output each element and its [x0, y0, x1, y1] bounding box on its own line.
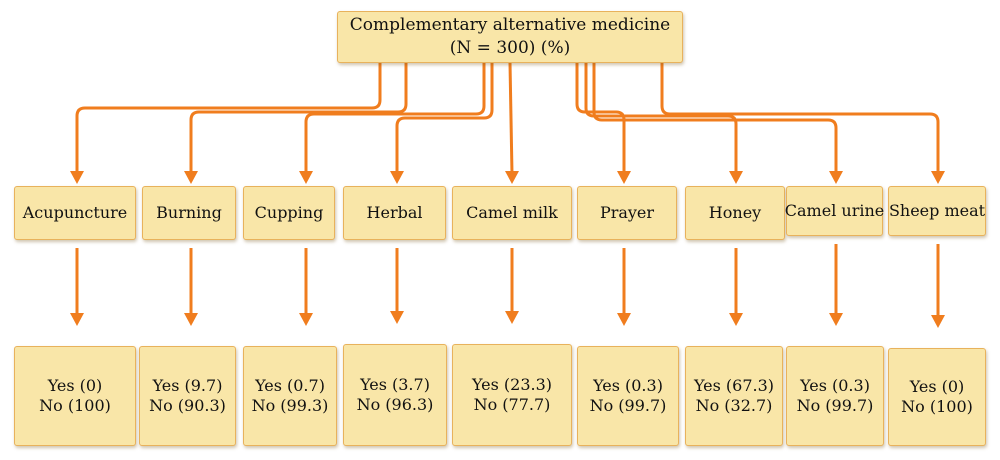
no-value: No (99.7) — [589, 396, 667, 415]
yes-value: Yes (0) — [47, 376, 103, 395]
category-box-cupping: Cupping — [243, 186, 335, 240]
no-value: No (100) — [901, 397, 973, 416]
result-box-honey: Yes (67.3)No (32.7) — [685, 346, 783, 446]
result-box-burning: Yes (9.7)No (90.3) — [139, 346, 236, 446]
category-label: Sheep meat — [888, 201, 986, 220]
category-box-burning: Burning — [142, 186, 236, 240]
no-value: No (99.7) — [796, 396, 874, 415]
category-label: Acupuncture — [22, 203, 128, 222]
category-box-camel-milk: Camel milk — [452, 186, 572, 240]
connector-camel-milk — [508, 62, 514, 175]
yes-value: Yes (0.3) — [593, 376, 663, 395]
arrowhead-camel-milk — [505, 171, 519, 184]
no-value: No (100) — [39, 396, 111, 415]
arrowhead-burning — [184, 171, 198, 184]
arrowhead-acupuncture — [70, 171, 84, 184]
result-arrowhead-sheep-meat — [931, 315, 945, 328]
result-box-camel-milk: Yes (23.3)No (77.7) — [452, 344, 572, 446]
category-label: Honey — [708, 203, 762, 222]
no-value: No (99.3) — [251, 396, 329, 415]
category-label: Burning — [156, 203, 222, 222]
root-title: Complementary alternative medicine — [349, 15, 671, 35]
yes-value: Yes (0) — [909, 377, 965, 396]
no-value: No (90.3) — [149, 396, 226, 415]
result-box-cupping: Yes (0.7)No (99.3) — [243, 346, 337, 446]
arrowhead-camel-urine — [829, 171, 843, 184]
yes-value: Yes (9.7) — [152, 376, 223, 395]
result-box-camel-urine: Yes (0.3)No (99.7) — [786, 346, 884, 446]
category-label: Prayer — [599, 203, 655, 222]
root-box: Complementary alternative medicine (N = … — [337, 11, 683, 63]
result-box-acupuncture: Yes (0)No (100) — [14, 346, 136, 446]
arrowhead-honey — [729, 171, 743, 184]
result-box-prayer: Yes (0.3)No (99.7) — [577, 346, 679, 446]
connector-camel-urine — [592, 63, 838, 174]
no-value: No (32.7) — [695, 396, 773, 415]
yes-value: Yes (0.3) — [800, 376, 870, 395]
no-value: No (96.3) — [356, 395, 434, 414]
category-label: Camel milk — [466, 203, 558, 222]
category-box-camel-urine: Camel urine — [784, 186, 885, 236]
yes-value: Yes (0.7) — [255, 376, 325, 395]
category-label: Cupping — [254, 203, 324, 222]
result-arrowhead-burning — [184, 313, 198, 326]
arrowhead-herbal — [390, 171, 404, 184]
category-label: Camel urine — [784, 201, 885, 220]
category-box-prayer: Prayer — [577, 186, 677, 240]
arrowhead-sheep-meat — [931, 171, 945, 184]
result-arrowhead-honey — [729, 313, 743, 326]
result-arrowhead-prayer — [617, 313, 631, 326]
category-box-sheep-meat: Sheep meat — [888, 186, 986, 236]
connector-herbal — [395, 63, 494, 174]
arrowhead-cupping — [299, 171, 313, 184]
connector-acupuncture — [75, 63, 382, 174]
connector-cupping — [304, 63, 486, 174]
yes-value: Yes (23.3) — [471, 375, 553, 394]
connector-burning — [189, 63, 408, 174]
result-box-herbal: Yes (3.7)No (96.3) — [343, 344, 447, 446]
yes-value: Yes (3.7) — [360, 375, 430, 394]
category-box-honey: Honey — [685, 186, 785, 240]
result-arrowhead-cupping — [299, 313, 313, 326]
yes-value: Yes (67.3) — [693, 376, 775, 395]
category-box-herbal: Herbal — [343, 186, 446, 240]
root-subtitle: (N = 300) (%) — [449, 38, 571, 58]
result-arrowhead-camel-milk — [505, 311, 519, 324]
category-box-acupuncture: Acupuncture — [14, 186, 136, 240]
no-value: No (77.7) — [473, 395, 551, 414]
category-label: Herbal — [366, 203, 423, 222]
result-arrowhead-herbal — [390, 311, 404, 324]
connector-sheep-meat — [660, 63, 940, 174]
arrowhead-prayer — [617, 171, 631, 184]
result-arrowhead-camel-urine — [829, 313, 843, 326]
result-arrowhead-acupuncture — [70, 313, 84, 326]
result-box-sheep-meat: Yes (0)No (100) — [888, 348, 986, 446]
